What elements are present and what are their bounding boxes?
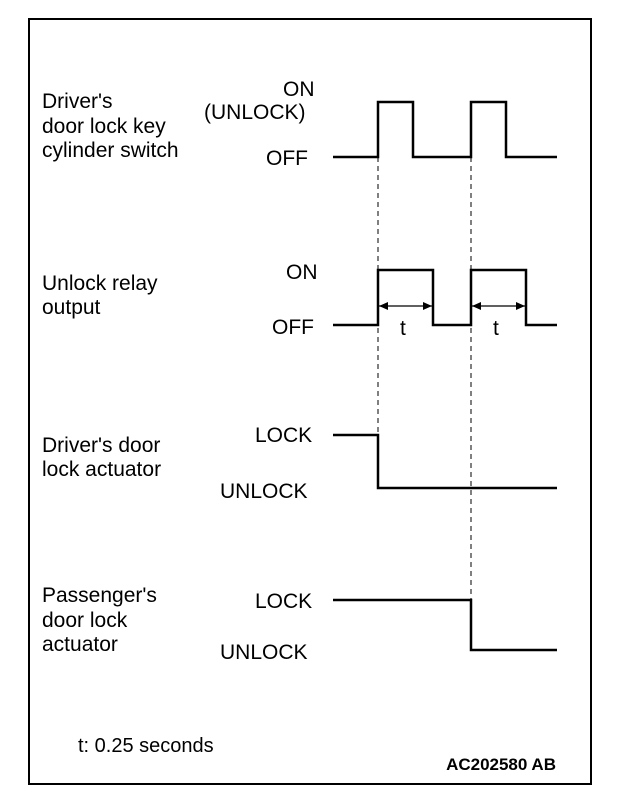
signal-3-low-label: UNLOCK — [220, 480, 308, 503]
pulse-width-dimension-2 — [472, 302, 525, 310]
signal-1-name-line-3: cylinder switch — [42, 139, 179, 162]
signal-4-name-line-3: actuator — [42, 633, 118, 656]
signal-4-name-line-1: Passenger's — [42, 584, 157, 607]
signal-2-waveform — [333, 268, 557, 327]
time-note: t: 0.25 seconds — [78, 735, 214, 757]
signal-4-waveform — [333, 598, 557, 652]
pulse-width-label-2: t — [493, 317, 499, 340]
signal-2-high-label: ON — [286, 261, 318, 284]
signal-3-high-label: LOCK — [255, 424, 312, 447]
signal-1-waveform — [333, 100, 557, 159]
signal-1-name-line-2: door lock key — [42, 115, 166, 138]
pulse-width-dimension-1 — [379, 302, 432, 310]
signal-1-name-line-1: Driver's — [42, 90, 113, 113]
pulse-width-label-1: t — [400, 317, 406, 340]
signal-4-high-label: LOCK — [255, 590, 312, 613]
signal-3-name-line-2: lock actuator — [42, 458, 161, 481]
signal-3-name-line-1: Driver's door — [42, 434, 160, 457]
signal-4-name-line-2: door lock — [42, 609, 128, 632]
signal-2-name-line-2: output — [42, 296, 101, 319]
signal-2-name-line-1: Unlock relay — [42, 272, 158, 295]
signal-1-high-sublabel: (UNLOCK) — [204, 101, 306, 124]
signal-1-low-label: OFF — [266, 147, 308, 170]
signal-3-waveform — [333, 433, 557, 490]
diagram-frame — [28, 18, 592, 785]
signal-1-high-label: ON — [283, 78, 315, 101]
signal-4-low-label: UNLOCK — [220, 641, 308, 664]
figure-code: AC202580 AB — [446, 755, 556, 774]
signal-2-low-label: OFF — [272, 316, 314, 339]
